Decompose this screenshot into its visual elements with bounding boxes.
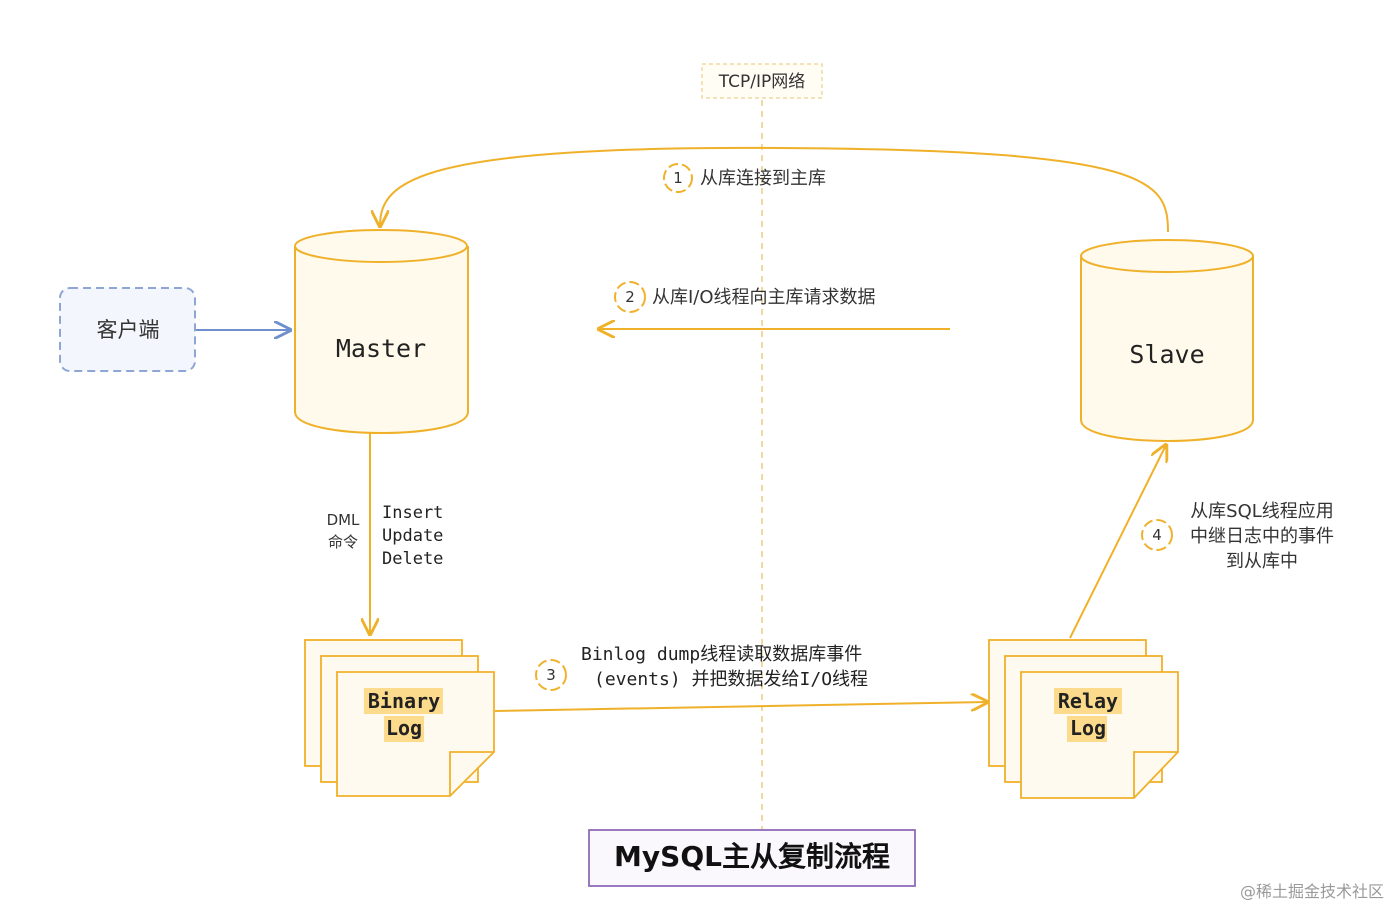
binary-log-label-2: Log bbox=[386, 716, 422, 740]
relay-label-bg-1 bbox=[1054, 688, 1122, 714]
binlog-transfer-arrow bbox=[494, 702, 987, 712]
watermark: @稀土掘金技术社区 bbox=[1240, 882, 1384, 901]
dml-update: Update bbox=[382, 526, 443, 546]
step-3-badge bbox=[535, 659, 567, 691]
step-1-text: 从库连接到主库 bbox=[700, 168, 826, 189]
step-4-badge bbox=[1141, 519, 1173, 551]
step-2-number: 2 bbox=[625, 288, 635, 306]
binary-label-bg-2 bbox=[384, 716, 424, 742]
step-3-text-1: Binlog dump线程读取数据库事件 bbox=[581, 644, 862, 665]
step-3-number: 3 bbox=[546, 666, 556, 684]
dml-label-2: 命令 bbox=[328, 533, 358, 551]
client-box bbox=[59, 287, 196, 372]
step-1-number: 1 bbox=[673, 169, 683, 187]
diagram-title: MySQL主从复制流程 bbox=[614, 840, 890, 873]
dml-insert: Insert bbox=[382, 503, 443, 523]
step-4-text-1: 从库SQL线程应用 bbox=[1190, 501, 1334, 522]
step-2-text: 从库I/O线程向主库请求数据 bbox=[652, 287, 876, 308]
slave-label: Slave bbox=[1129, 340, 1204, 369]
step-4-number: 4 bbox=[1152, 526, 1162, 544]
network-label: TCP/IP网络 bbox=[718, 72, 806, 92]
step-4-text-3: 到从库中 bbox=[1226, 551, 1298, 572]
relay-log-label-1: Relay bbox=[1058, 689, 1118, 713]
step-2-badge bbox=[614, 281, 646, 313]
dml-label-1: DML bbox=[327, 511, 360, 529]
binary-label-bg-1 bbox=[364, 688, 443, 714]
master-db bbox=[294, 229, 469, 434]
slave-db bbox=[1080, 239, 1254, 442]
dml-delete: Delete bbox=[382, 549, 443, 569]
step-1-badge bbox=[663, 163, 693, 193]
connect-arrow bbox=[380, 146, 1169, 233]
client-label: 客户端 bbox=[97, 318, 160, 342]
relay-log-label-2: Log bbox=[1070, 716, 1106, 740]
master-label: Master bbox=[336, 334, 426, 363]
binary-log-label-1: Binary bbox=[368, 689, 440, 713]
network-label-box bbox=[701, 63, 823, 99]
step-3-text-2: (events) 并把数据发给I/O线程 bbox=[594, 669, 868, 690]
title-box bbox=[588, 829, 916, 887]
apply-arrow bbox=[1069, 445, 1166, 639]
relay-label-bg-2 bbox=[1067, 716, 1107, 742]
step-4-text-2: 中继日志中的事件 bbox=[1190, 526, 1334, 547]
